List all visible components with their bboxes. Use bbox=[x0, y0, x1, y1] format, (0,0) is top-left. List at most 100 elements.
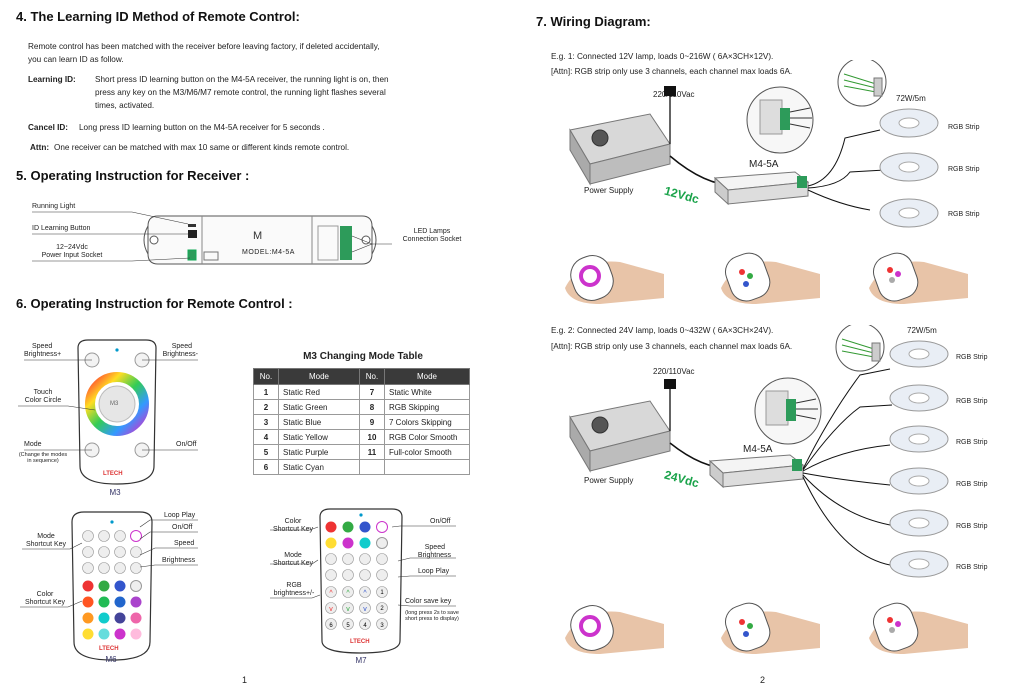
learning-id-line-3: times, activated. bbox=[95, 101, 155, 110]
led-lamps-label-1: LED Lamps bbox=[413, 228, 451, 235]
learning-id-line-1: Short press ID learning button on the M4… bbox=[95, 75, 389, 84]
m7-onoff-label: On/Off bbox=[430, 518, 451, 525]
cancel-id-label: Cancel ID: bbox=[28, 123, 69, 132]
m6-loop-label: Loop Play bbox=[164, 512, 196, 519]
power-input-label-2: Power Input Socket bbox=[41, 252, 103, 259]
eg1-model-label: M4-5A bbox=[749, 159, 779, 170]
eg2-strip-1: RGB Strip bbox=[956, 354, 988, 361]
eg1-strip-2: RGB Strip bbox=[948, 166, 980, 173]
eg1-hand-m3 bbox=[565, 255, 664, 304]
m7-mode-label-1: Mode bbox=[284, 552, 302, 559]
cell bbox=[359, 459, 385, 475]
cell: Static Cyan bbox=[278, 459, 360, 475]
m7-speed-label-2: Brightness bbox=[417, 552, 451, 559]
m6-color-label-1: Color bbox=[36, 591, 54, 598]
eg2-psu-label: Power Supply bbox=[584, 476, 634, 485]
receiver-model: MODEL:M4-5A bbox=[242, 249, 295, 256]
m7-name: M7 bbox=[355, 656, 367, 665]
m7-remote: ^ ^ ^ 1 v v v 2 6 5 4 3 bbox=[319, 508, 403, 654]
m3-speed-dn-label-2: Brightness- bbox=[162, 351, 198, 358]
cell: 11 bbox=[359, 444, 385, 460]
eg2-strip-6: RGB Strip bbox=[956, 564, 988, 571]
m6-name: M6 bbox=[105, 655, 117, 664]
m3-speed-up-label-2: Brightness+ bbox=[24, 351, 62, 358]
eg1-psu-label: Power Supply bbox=[584, 186, 634, 195]
cell: 7 Colors Skipping bbox=[384, 414, 470, 430]
cell: 4 bbox=[253, 429, 279, 445]
cell: 1 bbox=[253, 384, 279, 400]
eg2-strip-5: RGB Strip bbox=[956, 523, 988, 530]
s4-intro-1: Remote control has been matched with the… bbox=[28, 42, 380, 51]
page-number-right: 2 bbox=[760, 675, 766, 685]
m6-mode-label-2: Shortcut Key bbox=[25, 541, 67, 548]
m6-speed-label: Speed bbox=[174, 540, 195, 547]
eg2-wiring-diagram bbox=[569, 325, 893, 566]
receiver-logo: M bbox=[253, 230, 263, 242]
cell: 5 bbox=[253, 444, 279, 460]
m3-speed-dn-label-1: Speed bbox=[171, 343, 192, 350]
learning-id-label: Learning ID: bbox=[28, 75, 76, 84]
cell: 7 bbox=[359, 384, 385, 400]
eg1-wiring-diagram bbox=[569, 60, 887, 211]
attn-text: One receiver can be matched with max 10 … bbox=[54, 143, 350, 152]
m7-color-label-1: Color bbox=[284, 518, 302, 525]
m7-brand: LTECH bbox=[350, 639, 370, 645]
m6-onoff-label: On/Off bbox=[172, 524, 193, 531]
m7-loop-label: Loop Play bbox=[418, 568, 450, 575]
eg2-ac-label: 220/110Vac bbox=[653, 367, 695, 376]
cell: Full-color Smooth bbox=[384, 444, 470, 460]
m6-mode-label-1: Mode bbox=[37, 533, 55, 540]
cancel-id-text: Long press ID learning button on the M4-… bbox=[79, 123, 325, 132]
eg1-strip-reel-1 bbox=[879, 108, 939, 138]
eg2-strip-reel-6 bbox=[889, 550, 949, 578]
page-number-left: 1 bbox=[242, 675, 248, 685]
svg-text:v: v bbox=[329, 606, 333, 613]
m6-color-label-2: Shortcut Key bbox=[24, 599, 66, 606]
receiver-leader-lines bbox=[32, 211, 392, 262]
section-6-title: 6. Operating Instruction for Remote Cont… bbox=[16, 296, 293, 311]
col-mode-2: Mode bbox=[384, 368, 470, 385]
eg1-strip-3: RGB Strip bbox=[948, 211, 980, 218]
m3-name: M3 bbox=[109, 488, 121, 497]
learning-id-line-2: press any key on the M3/M6/M7 remote con… bbox=[95, 88, 386, 97]
eg2-line-1: E.g. 2: Connected 24V lamp, loads 0~432W… bbox=[551, 326, 774, 335]
m7-rgb-label-1: RGB bbox=[286, 582, 302, 589]
m7-speed-label-1: Speed bbox=[424, 544, 445, 551]
id-learning-button-label: ID Learning Button bbox=[32, 225, 91, 232]
eg1-strip-reel-3 bbox=[879, 198, 939, 228]
m3-speed-up-label-1: Speed bbox=[32, 343, 53, 350]
col-no-1: No. bbox=[253, 368, 279, 385]
m7-rgb-label-2: brightness+/- bbox=[273, 590, 315, 597]
svg-text:^: ^ bbox=[346, 590, 350, 597]
led-lamps-label-2: Connection Socket bbox=[402, 236, 462, 243]
svg-text:3: 3 bbox=[380, 623, 384, 629]
m3-remote bbox=[77, 339, 157, 485]
section-5-title: 5. Operating Instruction for Receiver : bbox=[16, 168, 250, 183]
m3-mode-note-2: in sequence) bbox=[27, 458, 59, 464]
cell: Static Red bbox=[278, 384, 360, 400]
eg2-strip-2: RGB Strip bbox=[956, 398, 988, 405]
m7-save-note-2: short press to display) bbox=[405, 616, 459, 622]
eg2-line-2: [Attn]: RGB strip only use 3 channels, e… bbox=[551, 342, 793, 351]
eg1-hand-m6 bbox=[721, 252, 820, 304]
running-light-label: Running Light bbox=[32, 203, 76, 210]
m7-save-label: Color save key bbox=[405, 598, 452, 605]
eg1-strip-1: RGB Strip bbox=[948, 124, 980, 131]
cell: Static Green bbox=[278, 399, 360, 415]
eg1-watt-label: 72W/5m bbox=[896, 94, 926, 103]
cell: 8 bbox=[359, 399, 385, 415]
eg2-strip-reel-5 bbox=[889, 509, 949, 537]
section-7-title: 7. Wiring Diagram: bbox=[536, 14, 651, 29]
svg-text:v: v bbox=[363, 606, 367, 613]
eg2-strip-3: RGB Strip bbox=[956, 439, 988, 446]
receiver-diagram bbox=[143, 215, 377, 265]
eg2-model-label: M4-5A bbox=[743, 444, 773, 455]
cell: 6 bbox=[253, 459, 279, 475]
svg-text:5: 5 bbox=[346, 623, 350, 629]
svg-text:^: ^ bbox=[363, 590, 367, 597]
